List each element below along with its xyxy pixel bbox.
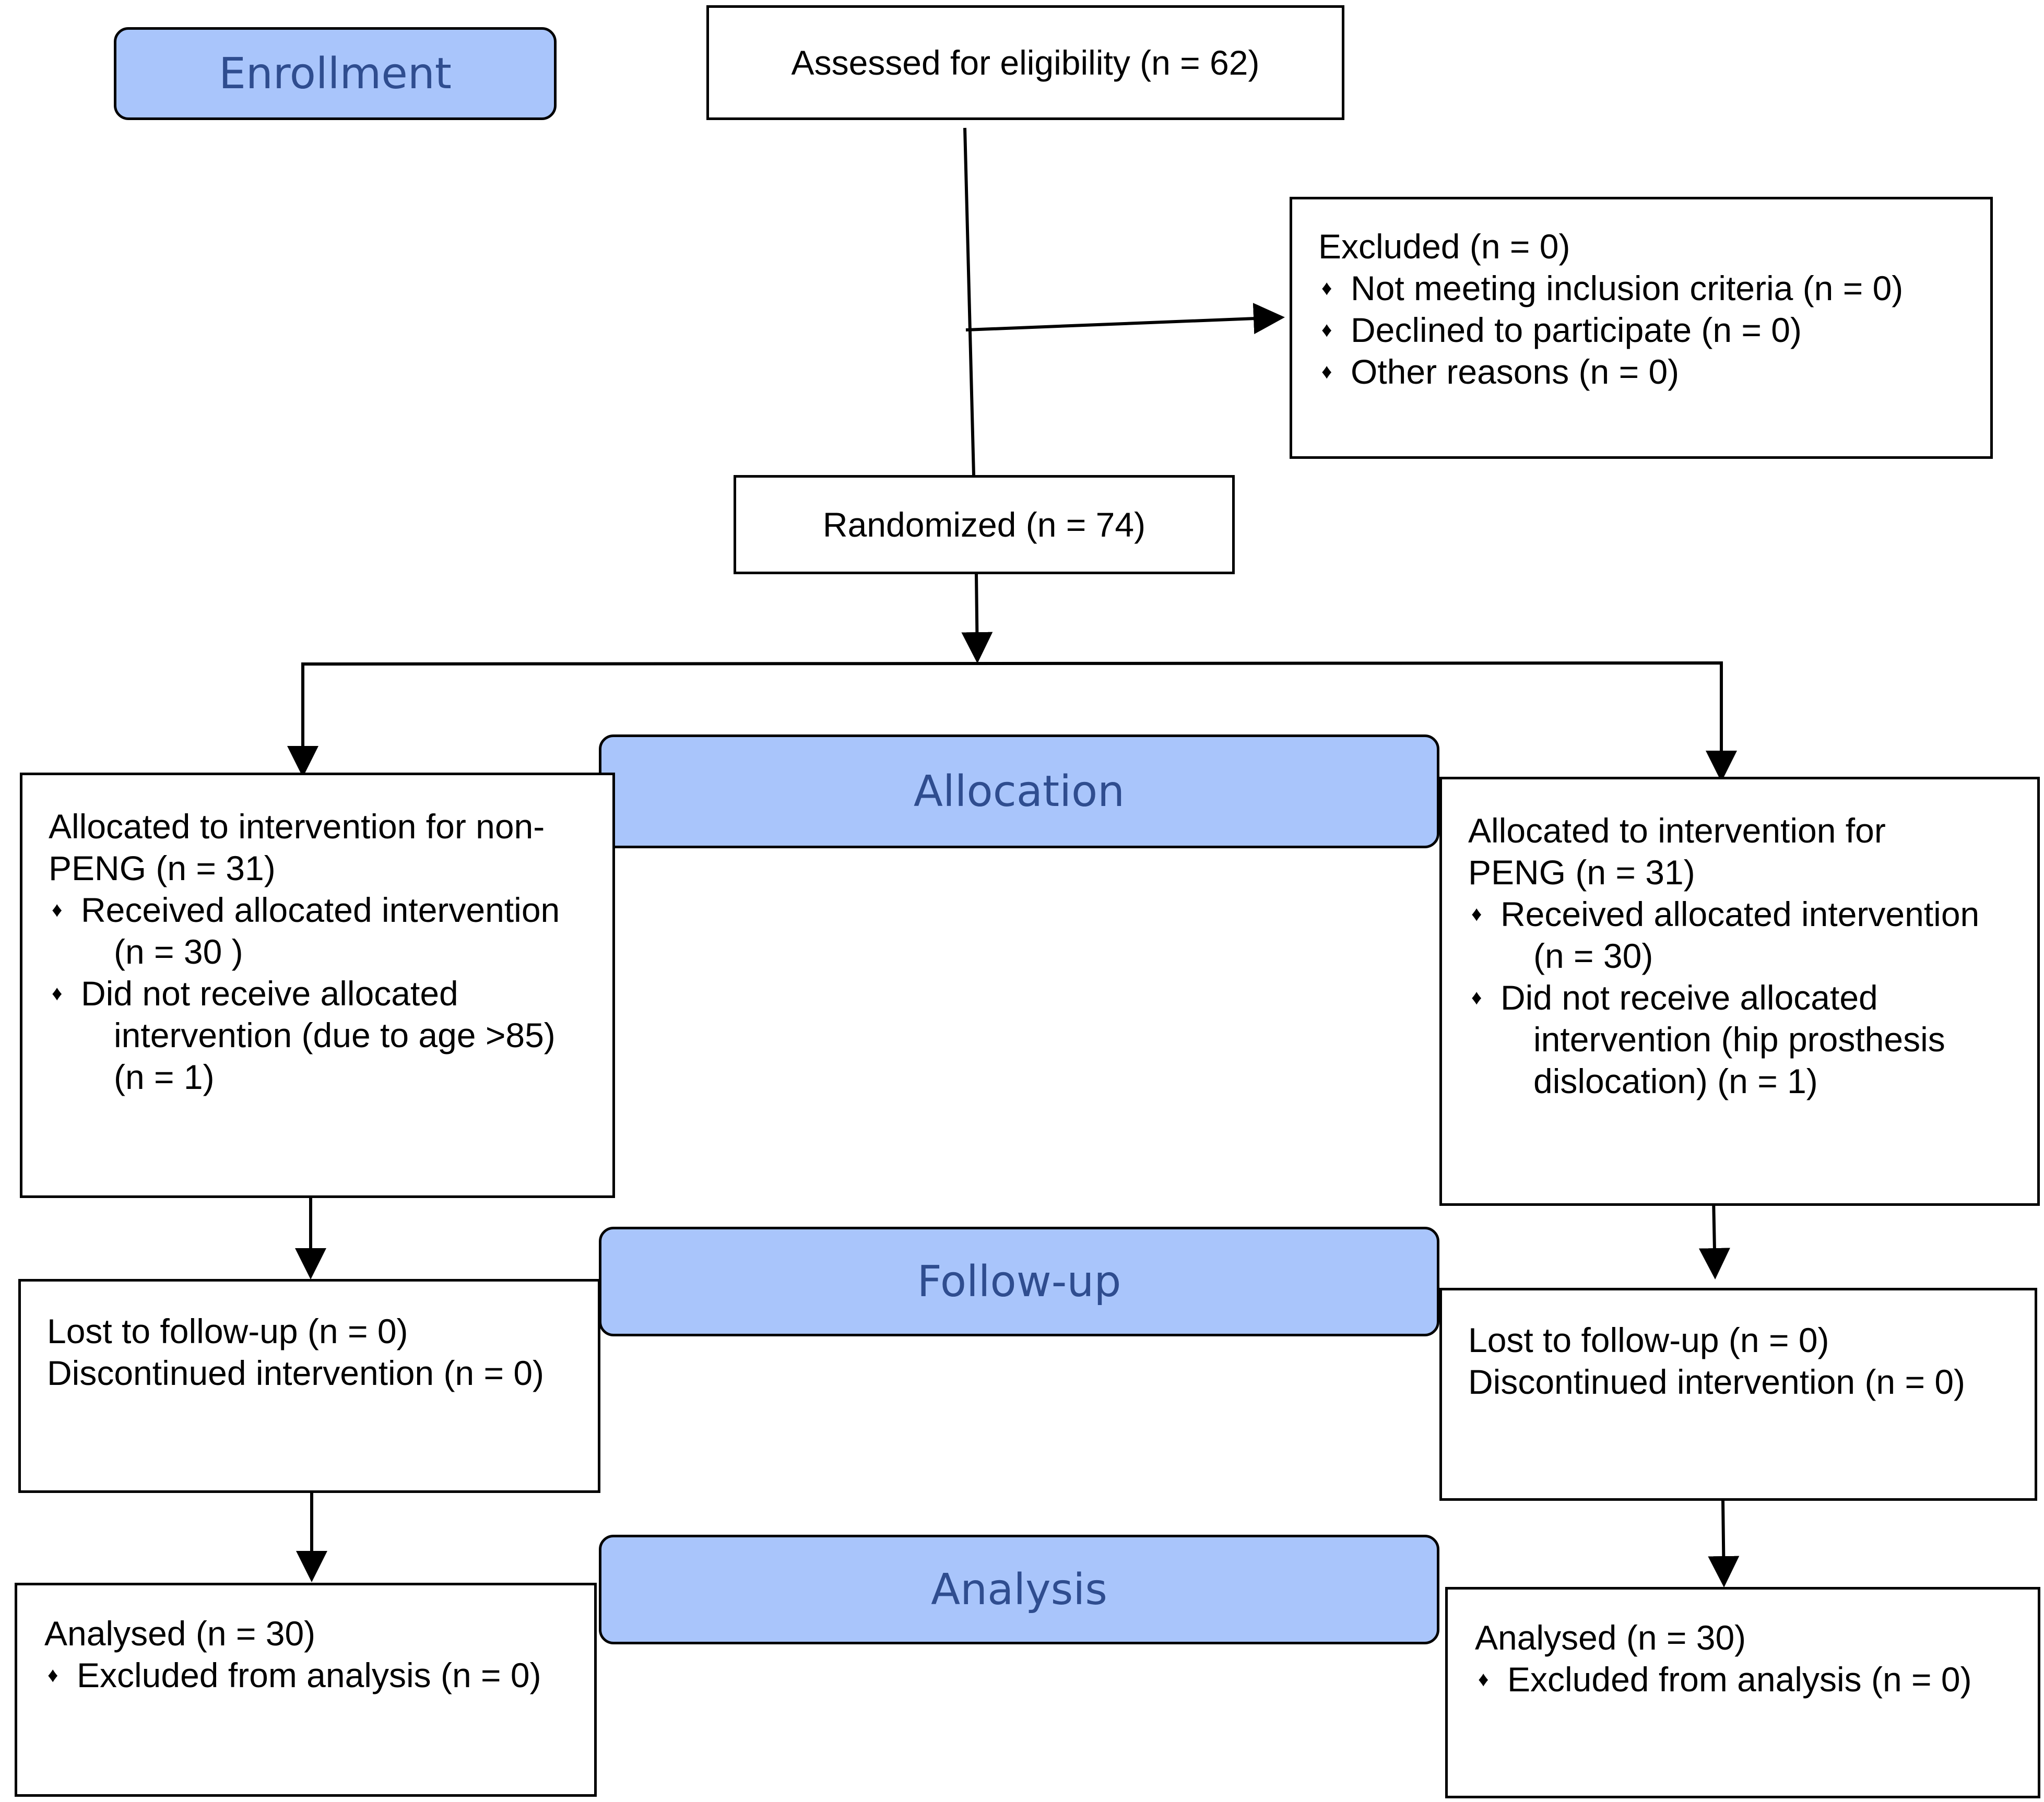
stage-follow-up: Follow-up [599,1227,1439,1336]
received-count: (n = 30 ) [114,932,243,971]
lost-to-followup: Lost to follow-up (n = 0) [47,1312,408,1350]
arrow-to-excluded [965,303,1285,335]
excluded-title: Excluded (n = 0) [1318,227,1570,266]
left-analysis-box: Analysed (n = 30) Excluded from analysis… [15,1583,597,1797]
discontinued-intervention: Discontinued intervention (n = 0) [47,1354,545,1392]
not-received-item: Did not receive allocated [1468,977,2016,1018]
allocation-title-line: Allocated to intervention for non- [49,807,545,846]
right-followup-box: Lost to follow-up (n = 0) Discontinued i… [1439,1288,2037,1501]
allocation-title-line: PENG (n = 31) [1468,853,1695,892]
not-received-item: Did not receive allocated [49,973,592,1014]
analysed-count: Analysed (n = 30) [44,1614,316,1653]
excluded-item: Declined to participate (n = 0) [1318,309,1969,351]
split-bar [301,661,1723,778]
received-item: Received allocated intervention [1468,893,2016,935]
left-allocation-box: Allocated to intervention for non- PENG … [20,773,615,1198]
analysed-count: Analysed (n = 30) [1475,1618,1746,1657]
arrow-randomized-down [961,574,993,663]
not-received-detail: (n = 1) [114,1058,215,1096]
excluded-from-analysis: Excluded from analysis (n = 0) [1475,1658,2017,1700]
stage-enrollment: Enrollment [114,27,557,120]
not-received-detail: intervention (hip prosthesis [1533,1020,1945,1059]
lost-to-followup: Lost to follow-up (n = 0) [1468,1321,1829,1359]
received-item: Received allocated intervention [49,889,592,931]
excluded-box: Excluded (n = 0) Not meeting inclusion c… [1290,197,1993,459]
randomized-text: Randomized (n = 74) [822,505,1146,544]
not-received-detail: dislocation) (n = 1) [1533,1062,1818,1100]
not-received-detail: intervention (due to age >85) [114,1016,556,1054]
arrow-right-allocation-to-followup [1698,1198,1730,1279]
arrow-right-followup-to-analysis [1708,1500,1740,1587]
discontinued-intervention: Discontinued intervention (n = 0) [1468,1362,1966,1401]
stage-allocation: Allocation [599,734,1439,848]
right-allocation-box: Allocated to intervention for PENG (n = … [1439,777,2040,1206]
right-analysis-box: Analysed (n = 30) Excluded from analysis… [1445,1587,2040,1798]
excluded-item: Not meeting inclusion criteria (n = 0) [1318,267,1969,309]
stage-analysis: Analysis [599,1535,1439,1644]
randomized-box: Randomized (n = 74) [734,475,1235,574]
excluded-item: Other reasons (n = 0) [1318,351,1969,393]
connector-assessed-to-randomized [963,127,975,476]
allocation-title-line: PENG (n = 31) [49,849,276,887]
left-followup-box: Lost to follow-up (n = 0) Discontinued i… [18,1279,600,1493]
assessed-box: Assessed for eligibility (n = 62) [706,5,1344,120]
received-count: (n = 30) [1533,936,1653,975]
excluded-from-analysis: Excluded from analysis (n = 0) [44,1654,573,1696]
allocation-title-line: Allocated to intervention for [1468,811,1886,850]
assessed-text: Assessed for eligibility (n = 62) [791,43,1260,82]
